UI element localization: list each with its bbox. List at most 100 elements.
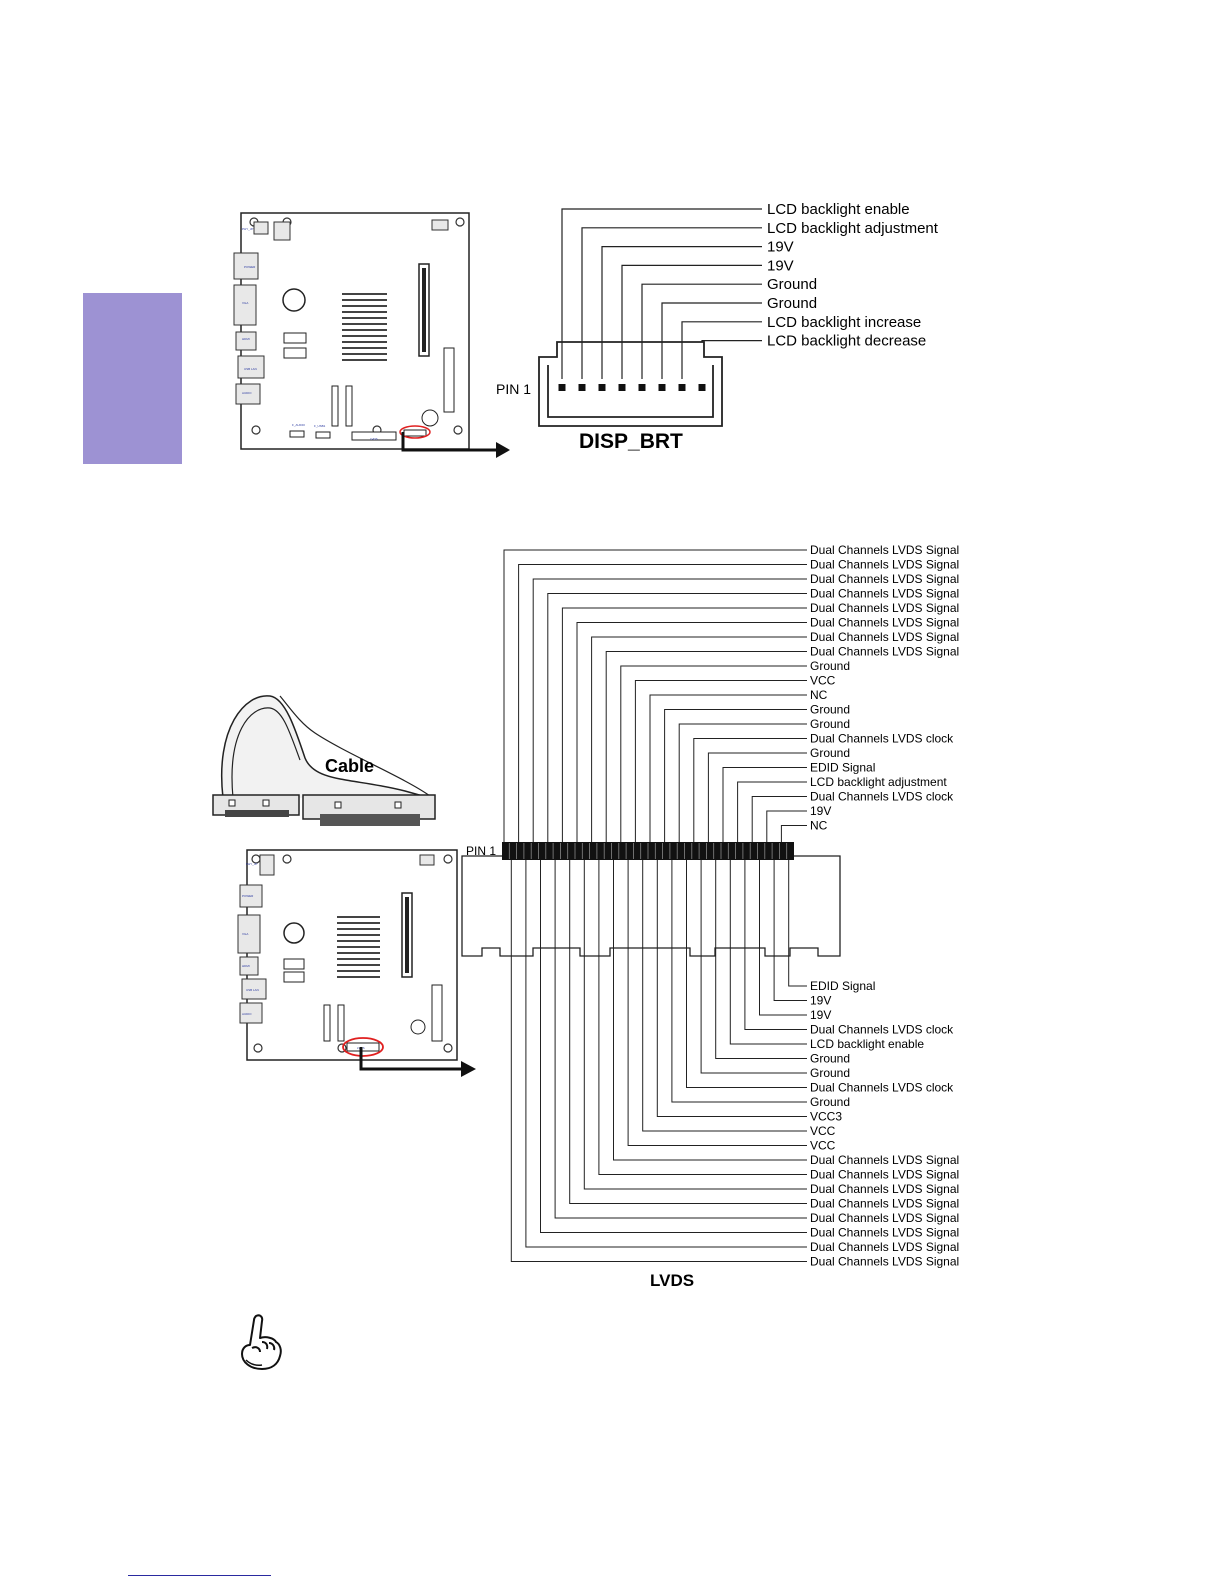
lvds-top-pin-label: Dual Channels LVDS Signal [810, 616, 959, 630]
lvds-bottom-pin-label: Dual Channels LVDS clock [810, 1023, 954, 1037]
lvds-top-pin-label: LCD backlight adjustment [810, 775, 947, 789]
svg-text:VGA: VGA [242, 932, 248, 936]
lvds-top-pin-label: Dual Channels LVDS clock [810, 790, 954, 804]
lvds-bottom-pin-line [598, 860, 807, 1175]
lvds-top-pin-line [707, 752, 807, 842]
lvds-bottom-pin-label: Dual Channels LVDS Signal [810, 1255, 959, 1269]
lvds-bottom-pin-line [759, 860, 807, 1016]
svg-text:USB LAN: USB LAN [244, 367, 257, 371]
lvds-bottom-pin-line [671, 860, 807, 1103]
svg-text:AUDIO: AUDIO [242, 391, 252, 395]
disp-brt-pin [598, 384, 606, 391]
disp-brt-pin-label: LCD backlight decrease [767, 333, 926, 350]
lvds-bottom-pin-line [510, 860, 807, 1262]
svg-text:HDMI: HDMI [242, 964, 250, 968]
lvds-top-pin-label: 19V [810, 804, 831, 818]
disp-brt-pin-line [601, 245, 762, 379]
disp-brt-pin [678, 384, 686, 391]
lvds-top-pin-label: EDID Signal [810, 761, 875, 775]
lvds-bottom-pin-label: Dual Channels LVDS Signal [810, 1226, 959, 1240]
svg-text:POWER: POWER [244, 265, 256, 269]
disp-brt-pin [618, 384, 626, 391]
lvds-bottom-pin-label: Dual Channels LVDS Signal [810, 1153, 959, 1167]
lvds-cable-illustration: Cable [212, 695, 436, 826]
lvds-top-pin-line [766, 810, 807, 842]
lvds-top-pin-label: NC [810, 819, 828, 833]
disp-brt-pin [558, 384, 566, 391]
svg-text:F_USB1: F_USB1 [314, 424, 326, 428]
svg-text:PHY_JP: PHY_JP [242, 227, 253, 231]
disp-brt-pin [658, 384, 666, 391]
disp-brt-pin-line [641, 283, 762, 379]
lvds-top-pin-label: Dual Channels LVDS Signal [810, 558, 959, 572]
disp-brt-pin-line [581, 227, 762, 379]
lvds-top-pin-line [591, 636, 807, 842]
disp-brt-pin-line [561, 208, 762, 379]
lvds-bottom-pin-line [686, 860, 807, 1088]
chapter-tab [83, 293, 182, 464]
lvds-top-pin-line [605, 651, 807, 842]
disp-brt-pin [578, 384, 586, 391]
lvds-title: LVDS [650, 1271, 694, 1290]
lvds-bottom-pin-label: Ground [810, 1095, 850, 1109]
disp-brt-pin [638, 384, 646, 391]
disp-brt-pin-label: Ground [767, 295, 817, 312]
lvds-top-pin-line [547, 593, 807, 842]
disp-brt-pin-label: 19V [767, 257, 794, 274]
lvds-top-pin-label: Ground [810, 717, 850, 731]
lvds-bottom-pin-label: Dual Channels LVDS Signal [810, 1240, 959, 1254]
disp-brt-pin-line [681, 321, 762, 379]
lvds-top-pin-label: Dual Channels LVDS Signal [810, 601, 959, 615]
lvds-top-pin-line [664, 709, 807, 842]
lvds-bottom-pin-label: VCC [810, 1124, 836, 1138]
svg-text:PHY_JP: PHY_JP [246, 862, 257, 866]
disp-brt-pin-label: LCD backlight enable [767, 201, 910, 218]
svg-text:VGA: VGA [242, 301, 248, 305]
lvds-top-pin-line [532, 578, 807, 842]
disp-brt-pin1-label: PIN 1 [496, 381, 531, 397]
disp-brt-pin-label: 19V [767, 239, 794, 256]
svg-text:HDMI: HDMI [242, 337, 250, 341]
lvds-bottom-pin-label: VCC [810, 1139, 836, 1153]
lvds-top-pin-label: Dual Channels LVDS Signal [810, 587, 959, 601]
disp-brt-pin-line [701, 340, 762, 342]
disp-brt-pin-line [661, 302, 762, 379]
lvds-top-pin-line [722, 767, 807, 842]
lvds-top-pin-line [503, 549, 807, 842]
lvds-top-pin-label: NC [810, 688, 828, 702]
disp-brt-pin-label: LCD backlight adjustment [767, 220, 939, 237]
lvds-bottom-pin-label: Dual Channels LVDS Signal [810, 1168, 959, 1182]
lvds-bottom-pin-label: LCD backlight enable [810, 1037, 924, 1051]
lvds-bottom-pin-line [656, 860, 807, 1117]
lvds-bottom-pin-line [540, 860, 807, 1233]
lvds-bottom-pin-label: 19V [810, 994, 831, 1008]
lvds-bottom-pin-label: 19V [810, 1008, 831, 1022]
lvds-bottom-pin-line [729, 860, 807, 1045]
lvds-top-pin-line [751, 796, 807, 842]
svg-text:F_AUDIO: F_AUDIO [292, 423, 306, 427]
disp-brt-title: DISP_BRT [579, 430, 683, 453]
lvds-top-pin-label: Dual Channels LVDS Signal [810, 572, 959, 586]
lvds-top-pin-line [693, 738, 807, 842]
lvds-bottom-pin-label: Ground [810, 1052, 850, 1066]
lvds-top-pin-line [518, 564, 807, 842]
pointing-hand-icon [241, 1314, 282, 1370]
lvds-bottom-pin-line [788, 860, 807, 987]
disp-brt-pin-label: LCD backlight increase [767, 314, 921, 331]
lvds-bottom-pin-line [583, 860, 807, 1190]
svg-text:POWER: POWER [242, 894, 254, 898]
lvds-bottom-pin-line [627, 860, 807, 1146]
svg-text:LVDS: LVDS [370, 437, 378, 441]
lvds-top-pin-label: VCC [810, 674, 836, 688]
lvds-top-pin-label: Ground [810, 659, 850, 673]
lvds-top-pin-line [678, 723, 807, 842]
lvds-top-pin-line [620, 665, 807, 842]
lvds-bottom-pin-line [613, 860, 807, 1161]
lvds-bottom-pin-line [773, 860, 807, 1001]
lvds-top-pin-line [634, 680, 807, 842]
svg-text:USB LAN: USB LAN [246, 988, 259, 992]
motherboard-diagram-top: PHY_JP POWER VGA HDMI USB LAN AUDIO LVDS F_AU… [233, 212, 470, 450]
